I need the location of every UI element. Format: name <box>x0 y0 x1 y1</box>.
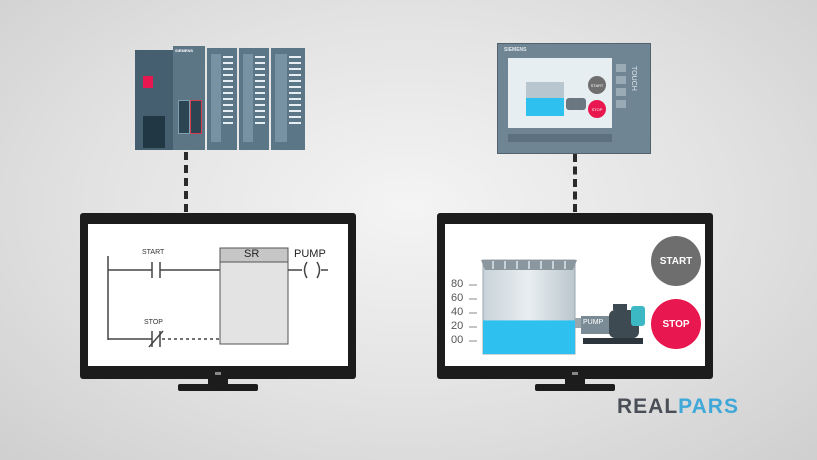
hmi-mini-tank <box>526 82 564 116</box>
sr-block-label: SR <box>244 248 260 260</box>
stop-contact-label: STOP <box>144 319 163 326</box>
hmi-mini-start-button: START <box>588 76 606 94</box>
logo-pars: PARS <box>678 395 739 418</box>
coil-right-arc <box>316 261 321 279</box>
plc-rack: SIEMENS <box>135 46 307 150</box>
stop-contact-slash <box>148 330 164 348</box>
scale-tick-40: 40 <box>451 306 464 318</box>
tank-water <box>483 320 575 354</box>
right-monitor: 80 60 40 20 00 <box>437 213 713 379</box>
plc-status-red-light <box>143 76 153 88</box>
ladder-diagram <box>107 247 328 348</box>
left-monitor-neck <box>208 379 228 385</box>
hmi-mini-tank-water <box>526 98 564 116</box>
stop-button[interactable]: STOP <box>651 299 701 349</box>
hmi-connection-line <box>573 154 577 212</box>
hmi-panel-touch-label: TOUCH <box>630 66 637 91</box>
hmi-bottom-keys <box>508 134 612 142</box>
right-monitor-neck <box>565 379 585 385</box>
sr-block <box>219 247 289 345</box>
pump-pipe <box>575 318 581 328</box>
hmi-panel: SIEMENS TOUCH START STOP <box>497 43 651 154</box>
logo-real: REAL <box>617 395 679 418</box>
plc-main-module: SIEMENS <box>173 46 205 150</box>
scale-tick-60: 60 <box>451 292 464 304</box>
right-monitor-power-led <box>572 372 578 375</box>
hmi-side-keys <box>616 64 626 120</box>
plc-cpu-vent <box>143 116 165 148</box>
plc-io-terminals <box>211 54 301 142</box>
scale-tick-80: 80 <box>451 278 464 290</box>
start-contact-label: START <box>142 249 165 256</box>
plc-card-slot <box>178 100 190 134</box>
plc-connection-line <box>184 152 188 212</box>
pump-label: PUMP <box>583 319 604 326</box>
start-button[interactable]: START <box>651 236 701 286</box>
plc-card-slot-red <box>190 100 202 134</box>
hmi-panel-brand-label: SIEMENS <box>504 47 527 53</box>
level-scale: 80 60 40 20 00 <box>451 278 481 348</box>
scale-tick-20: 20 <box>451 320 464 332</box>
left-monitor-base <box>178 384 258 391</box>
hmi-panel-screen: START STOP <box>508 58 612 128</box>
left-monitor: START STOP SR PUMP <box>80 213 356 379</box>
realpars-logo: REALPARS <box>617 395 739 419</box>
pump-coil-label: PUMP <box>294 248 326 260</box>
plc-cpu-module <box>135 50 173 150</box>
scale-tick-00: 00 <box>451 334 464 346</box>
hmi-mini-stop-button: STOP <box>588 100 606 118</box>
sr-block-header <box>219 247 289 263</box>
hmi-mini-pump <box>566 98 586 110</box>
right-monitor-base <box>535 384 615 391</box>
ladder-screen: START STOP SR PUMP <box>88 224 348 366</box>
plc-brand-label: SIEMENS <box>175 48 194 53</box>
left-monitor-power-led <box>215 372 221 375</box>
pump-graphic <box>581 304 645 344</box>
storage-tank <box>481 259 577 355</box>
coil-left-arc <box>303 261 308 279</box>
hmi-screen: 80 60 40 20 00 <box>445 224 705 366</box>
